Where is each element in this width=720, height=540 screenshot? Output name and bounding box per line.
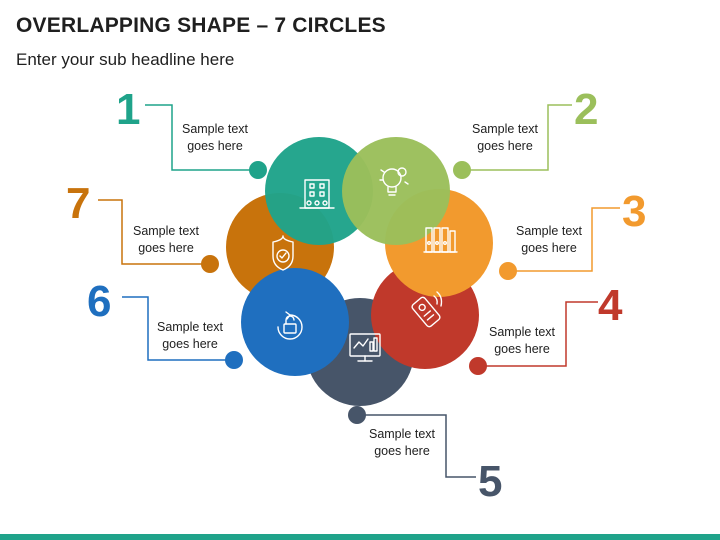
footer-bar: [0, 534, 720, 540]
item-label-6-line2: goes here: [162, 337, 218, 351]
marker-dot-4: [469, 357, 487, 375]
item-number-7: 7: [66, 179, 90, 228]
item-label-7-line2: goes here: [138, 241, 194, 255]
item-label-1-line2: goes here: [187, 139, 243, 153]
connector-7: [98, 199, 210, 265]
item-label-6-line1: Sample text: [157, 320, 224, 334]
unlock-refresh-icon: [277, 311, 303, 340]
item-label-1-line1: Sample text: [182, 122, 249, 136]
marker-dot-6: [225, 351, 243, 369]
connector-6: [122, 296, 234, 361]
slide-subtitle: Enter your sub headline here: [16, 50, 235, 69]
item-label-3-line1: Sample text: [516, 224, 583, 238]
remote-control-icon: [411, 291, 443, 328]
marker-dot-5: [348, 406, 366, 424]
item-number-4: 4: [598, 281, 623, 330]
connector-5: [357, 414, 476, 478]
item-number-2: 2: [574, 85, 598, 134]
lightbulb-gear-icon: [379, 167, 409, 196]
item-label-2-line2: goes here: [477, 139, 533, 153]
item-label-5-line2: goes here: [374, 444, 430, 458]
marker-dot-2: [453, 161, 471, 179]
marker-dot-7: [201, 255, 219, 273]
marker-dot-1: [249, 161, 267, 179]
item-number-3: 3: [622, 187, 646, 236]
item-label-7-line1: Sample text: [133, 224, 200, 238]
item-label-4-line2: goes here: [494, 342, 550, 356]
shield-check-icon: [272, 235, 294, 271]
item-label-3-line2: goes here: [521, 241, 577, 255]
connector-1: [145, 104, 258, 171]
item-number-1: 1: [116, 85, 140, 134]
monitor-dashboard-icon: [349, 333, 381, 362]
circle-1: [265, 137, 373, 245]
connector-4: [478, 301, 598, 367]
office-building-icon: [299, 179, 335, 209]
marker-dot-3: [499, 262, 517, 280]
circle-6: [241, 268, 349, 376]
item-label-4-line1: Sample text: [489, 325, 556, 339]
item-number-5: 5: [478, 457, 502, 506]
connector-3: [508, 207, 620, 272]
item-number-6: 6: [87, 277, 111, 326]
connector-2: [462, 104, 572, 171]
item-label-5-line1: Sample text: [369, 427, 436, 441]
binders-icon: [423, 227, 458, 253]
slide-title: OVERLAPPING SHAPE – 7 CIRCLES: [16, 14, 386, 37]
item-label-2-line1: Sample text: [472, 122, 539, 136]
